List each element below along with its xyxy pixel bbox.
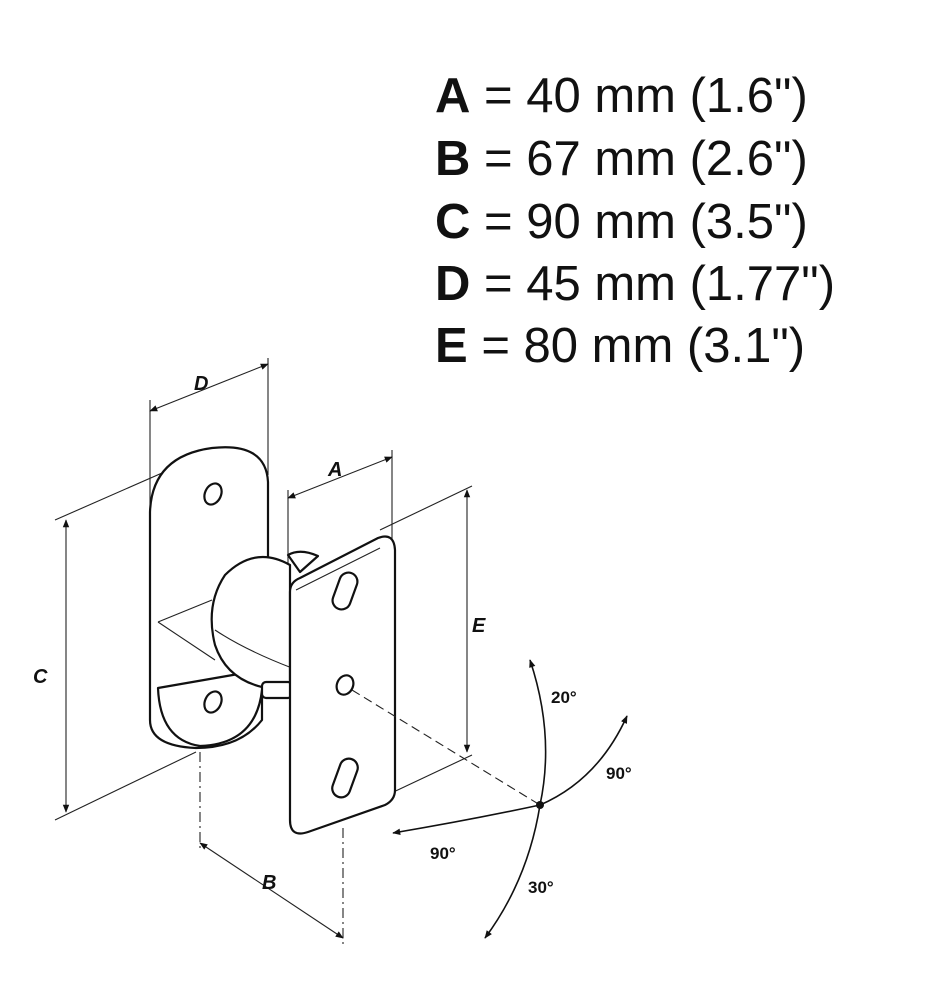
angle-swivel-right: 90° bbox=[606, 764, 632, 783]
speaker-plate bbox=[288, 535, 397, 835]
spec-list: A = 40 mm (1.6") B = 67 mm (2.6") C = 90… bbox=[435, 69, 835, 373]
dim-label-b: B bbox=[262, 872, 276, 894]
dim-label-a: A bbox=[327, 459, 342, 481]
angle-swivel-left: 90° bbox=[430, 844, 456, 863]
angle-tilt-up: 20° bbox=[551, 688, 577, 707]
angle-tilt-down: 30° bbox=[528, 878, 554, 897]
spec-a: A = 40 mm (1.6") bbox=[435, 69, 808, 123]
dim-label-c: C bbox=[33, 666, 48, 688]
spec-b: B = 67 mm (2.6") bbox=[435, 132, 808, 186]
spec-d: D = 45 mm (1.77") bbox=[435, 257, 835, 311]
dim-label-d: D bbox=[194, 373, 208, 395]
rotation-indicators bbox=[351, 659, 628, 939]
spec-e: E = 80 mm (3.1") bbox=[435, 319, 805, 373]
dim-label-e: E bbox=[472, 615, 486, 637]
spec-c: C = 90 mm (3.5") bbox=[435, 195, 808, 249]
